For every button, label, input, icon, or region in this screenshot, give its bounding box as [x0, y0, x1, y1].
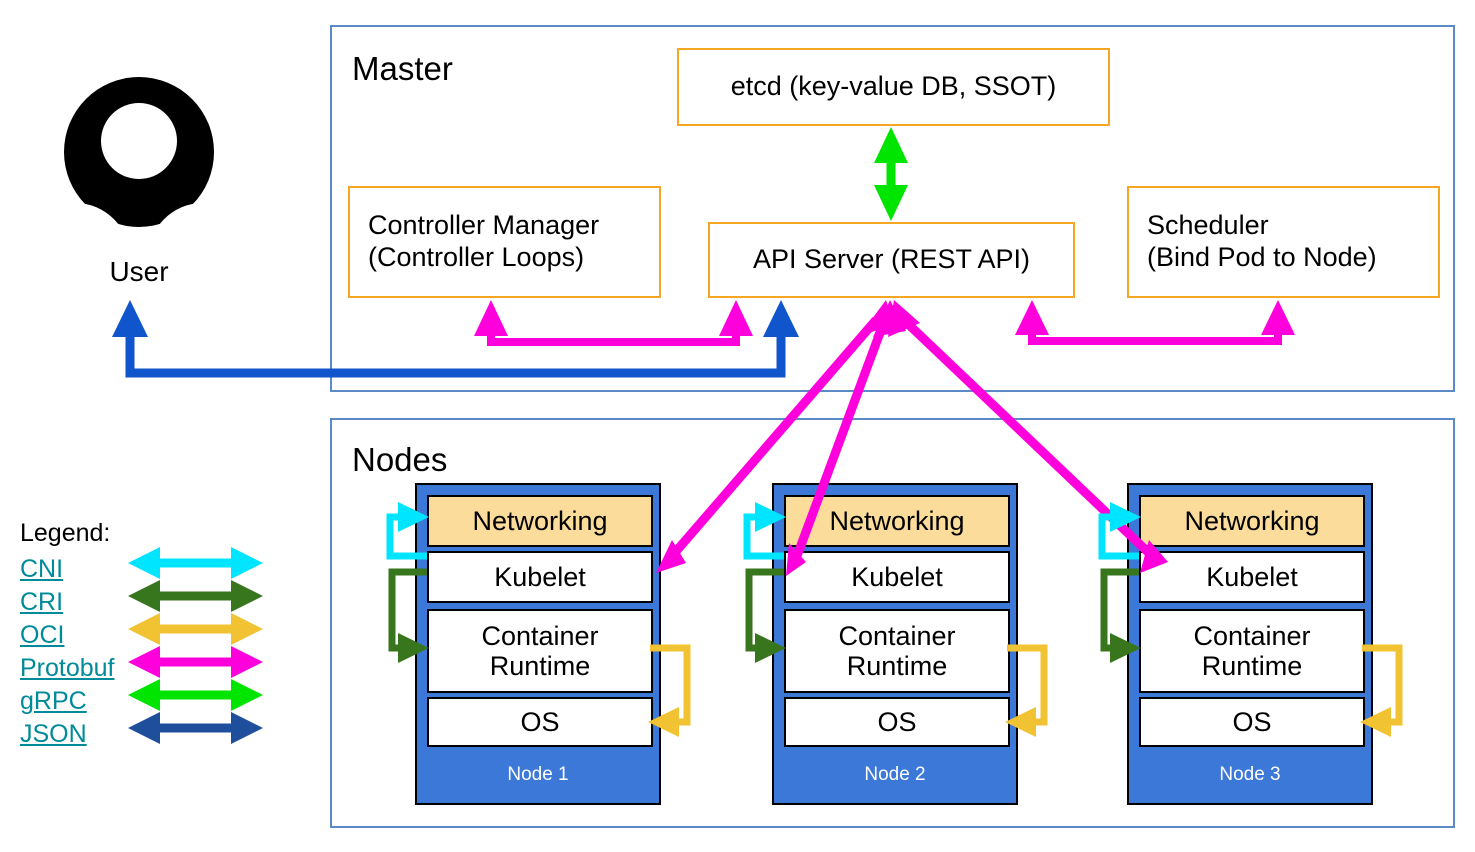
node-1-os[interactable]: OS	[427, 697, 653, 747]
node-3-container-runtime[interactable]: Container Runtime	[1139, 609, 1365, 693]
node-3-networking[interactable]: Networking	[1139, 495, 1365, 547]
node-1-kubelet[interactable]: Kubelet	[427, 551, 653, 603]
node-2-container-runtime[interactable]: Container Runtime	[784, 609, 1010, 693]
node-1-networking-label: Networking	[472, 505, 608, 536]
master-group-title: Master	[352, 50, 453, 87]
node-2-kubelet-label: Kubelet	[851, 561, 943, 592]
component-controller-manager[interactable]: Controller Manager (Controller Loops)	[348, 186, 661, 298]
node-2-networking[interactable]: Networking	[784, 495, 1010, 547]
node-1-label: Node 1	[507, 764, 569, 785]
node-3-label: Node 3	[1219, 764, 1281, 785]
node-3-kubelet-label: Kubelet	[1206, 561, 1298, 592]
node-2-box[interactable]: Networking Kubelet Container Runtime OS …	[772, 483, 1018, 805]
node-3-networking-label: Networking	[1184, 505, 1320, 536]
node-3-container-runtime-line1: Container	[1193, 620, 1311, 651]
node-3-os-label: OS	[1232, 706, 1272, 737]
node-1-os-label: OS	[520, 706, 560, 737]
legend-swatch-protobuf-icon	[128, 646, 263, 678]
component-etcd-label: etcd (key-value DB, SSOT)	[730, 71, 1057, 102]
component-api-server-label: API Server (REST API)	[752, 244, 1031, 275]
node-1-container-runtime-line2: Runtime	[489, 651, 591, 681]
node-2-os[interactable]: OS	[784, 697, 1010, 747]
master-group-box	[330, 25, 1455, 392]
node-3-container-runtime-line2: Runtime	[1201, 651, 1303, 681]
legend-item-json[interactable]: JSON	[20, 720, 87, 748]
legend-swatch-grpc-icon	[128, 679, 263, 711]
component-scheduler[interactable]: Scheduler (Bind Pod to Node)	[1127, 186, 1440, 298]
component-controller-manager-line1: Controller Manager	[368, 210, 600, 241]
node-1-networking[interactable]: Networking	[427, 495, 653, 547]
node-3-os[interactable]: OS	[1139, 697, 1365, 747]
user-label: User	[109, 256, 169, 287]
component-etcd[interactable]: etcd (key-value DB, SSOT)	[677, 48, 1110, 126]
nodes-group-title: Nodes	[352, 441, 448, 478]
component-scheduler-line2: (Bind Pod to Node)	[1147, 242, 1377, 272]
node-2-networking-label: Networking	[829, 505, 965, 536]
node-1-box[interactable]: Networking Kubelet Container Runtime OS …	[415, 483, 661, 805]
legend-item-oci[interactable]: OCI	[20, 621, 65, 649]
legend-swatch-cni-icon	[128, 547, 263, 579]
legend-swatch-json-icon	[128, 712, 263, 744]
component-api-server[interactable]: API Server (REST API)	[708, 222, 1075, 298]
component-controller-manager-line2: (Controller Loops)	[368, 242, 585, 272]
legend-title: Legend:	[20, 519, 111, 547]
legend-item-cri[interactable]: CRI	[20, 588, 64, 616]
node-2-container-runtime-line2: Runtime	[846, 651, 948, 681]
node-1-container-runtime-line1: Container	[481, 620, 599, 651]
legend-item-cni[interactable]: CNI	[20, 555, 64, 583]
node-2-os-label: OS	[877, 706, 917, 737]
node-3-kubelet[interactable]: Kubelet	[1139, 551, 1365, 603]
node-3-box[interactable]: Networking Kubelet Container Runtime OS …	[1127, 483, 1373, 805]
nodes-group-box	[330, 418, 1455, 828]
legend-item-protobuf[interactable]: Protobuf	[20, 654, 115, 682]
node-2-label: Node 2	[864, 764, 926, 785]
legend-swatch-cri-icon	[128, 580, 263, 612]
node-1-container-runtime[interactable]: Container Runtime	[427, 609, 653, 693]
node-1-kubelet-label: Kubelet	[494, 561, 586, 592]
node-2-kubelet[interactable]: Kubelet	[784, 551, 1010, 603]
legend-item-grpc[interactable]: gRPC	[20, 687, 87, 715]
node-2-container-runtime-line1: Container	[838, 620, 956, 651]
component-scheduler-line1: Scheduler	[1147, 210, 1269, 241]
legend-swatch-oci-icon	[128, 613, 263, 645]
